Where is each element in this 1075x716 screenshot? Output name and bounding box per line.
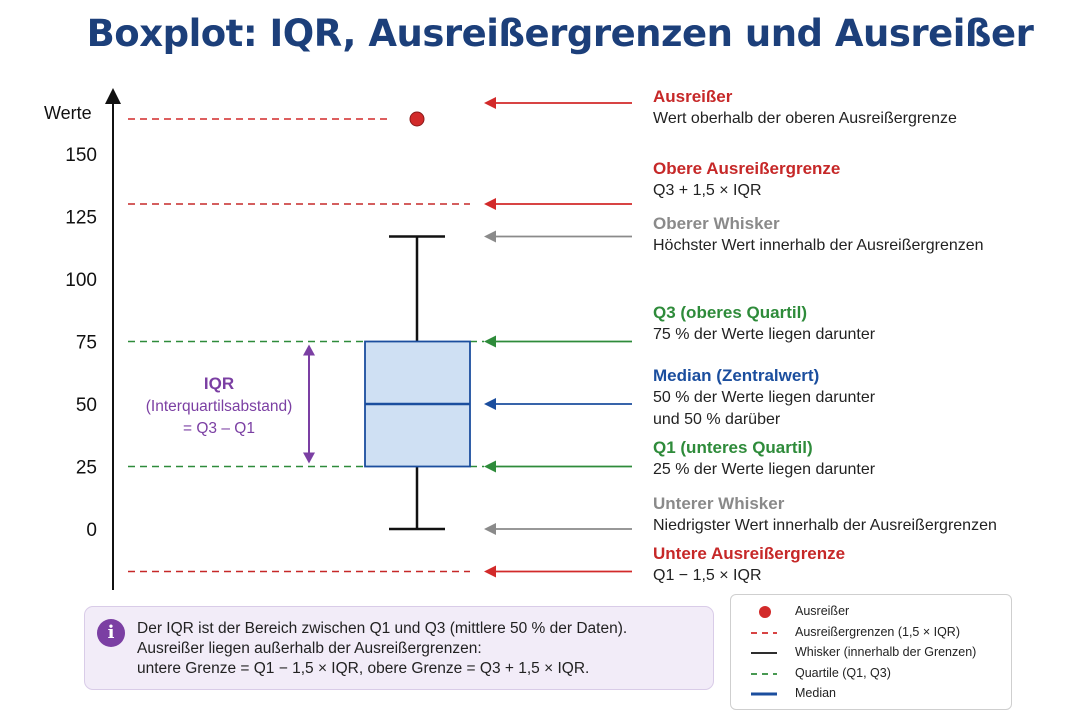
info-box: i Der IQR ist der Bereich zwischen Q1 un… — [84, 606, 714, 690]
y-tick-label: 150 — [65, 145, 97, 166]
y-tick-label: 0 — [86, 520, 97, 541]
y-tick-label: 100 — [65, 270, 97, 291]
upper_fence-arrow-head — [484, 198, 496, 210]
y-tick-label: 125 — [65, 208, 97, 229]
annotation-title: Median (Zentralwert) — [653, 366, 820, 385]
iqr-label-line: = Q3 – Q1 — [183, 420, 255, 437]
annotation-desc: 50 % der Werte liegen darunter — [653, 389, 876, 406]
iqr-label-line: IQR — [204, 374, 234, 393]
outlier-point — [409, 111, 425, 127]
annotation-title: Q3 (oberes Quartil) — [653, 303, 807, 322]
annotation-desc: Niedrigster Wert innerhalb der Ausreißer… — [653, 517, 997, 534]
median-arrow-head — [484, 398, 496, 410]
lower_fence-arrow-head — [484, 565, 496, 578]
annotation-title: Untere Ausreißergrenze — [653, 544, 846, 563]
legend-label: Ausreißergrenzen (1,5 × IQR) — [795, 624, 960, 639]
annotation-desc: Q1 − 1,5 × IQR — [653, 567, 762, 584]
iqr-arrow-head-top — [303, 344, 315, 356]
annotation-desc: 75 % der Werte liegen darunter — [653, 326, 876, 343]
y-tick-label: 25 — [76, 458, 97, 479]
annotation-title: Ausreißer — [653, 87, 733, 106]
annotation-title: Q1 (unteres Quartil) — [653, 438, 813, 457]
annotation-desc: und 50 % darüber — [653, 411, 781, 428]
legend-label: Ausreißer — [795, 604, 850, 618]
annotation-desc: Höchster Wert innerhalb der Ausreißergre… — [653, 237, 984, 254]
info-icon: i — [97, 619, 125, 647]
annotation-q1: Q1 (unteres Quartil) 25 % der Werte liege… — [653, 437, 1068, 481]
legend-symbol — [751, 672, 777, 675]
annotation-q3: Q3 (oberes Quartil) 75 % der Werte liegen… — [653, 302, 1068, 346]
page-title: Boxplot: IQR, Ausreißergrenzen und Ausre… — [86, 12, 1034, 55]
q3-arrow-head — [484, 335, 496, 348]
annotation-median: Median (Zentralwert) 50 % der Werte liege… — [653, 365, 1068, 431]
outlier-arrow-head — [484, 97, 496, 109]
legend-symbol — [751, 692, 777, 696]
iqr-arrow-head-bottom — [303, 452, 315, 464]
legend-label: Quartile (Q1, Q3) — [795, 665, 891, 680]
legend-label: Median — [795, 686, 836, 700]
lower_whisker-arrow-head — [484, 523, 496, 535]
annotation-desc: Q3 + 1,5 × IQR — [653, 182, 762, 199]
legend-dot — [759, 606, 771, 618]
upper_whisker-arrow-head — [484, 230, 496, 243]
legend-symbol — [751, 652, 777, 654]
y-tick-label: 75 — [76, 333, 97, 354]
info-line: untere Grenze = Q1 − 1,5 × IQR, obere Gr… — [137, 660, 590, 677]
annotation-title: Oberer Whisker — [653, 214, 780, 233]
annotation-title: Unterer Whisker — [653, 494, 785, 513]
annotation-desc: Wert oberhalb der oberen Ausreißergrenze — [653, 110, 957, 127]
legend-symbol — [751, 631, 777, 634]
info-text: Der IQR ist der Bereich zwischen Q1 und … — [137, 619, 627, 679]
q1-arrow-head — [484, 460, 496, 473]
y-tick-label: 50 — [76, 395, 97, 416]
annotation-title: Obere Ausreißergrenze — [653, 159, 841, 178]
legend-label: Whisker (innerhalb der Grenzen) — [795, 645, 977, 659]
annotation-upper_fence: Obere Ausreißergrenze Q3 + 1,5 × IQR — [653, 158, 1068, 202]
iqr-label-line: (Interquartilsabstand) — [146, 398, 292, 415]
annotation-lower_fence: Untere Ausreißergrenze Q1 − 1,5 × IQR — [653, 543, 1068, 587]
y-axis-label: Werte — [44, 103, 92, 123]
info-line: Ausreißer liegen außerhalb der Ausreißer… — [137, 640, 482, 657]
info-line: Der IQR ist der Bereich zwischen Q1 und … — [137, 620, 628, 637]
legend-symbol — [759, 606, 771, 618]
annotation-desc: 25 % der Werte liegen darunter — [653, 461, 876, 478]
